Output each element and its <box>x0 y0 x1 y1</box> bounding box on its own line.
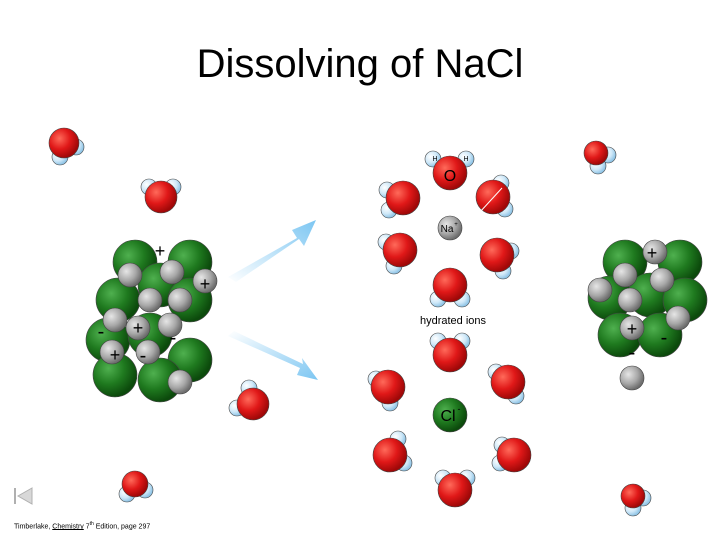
oxygen-atom <box>432 337 468 373</box>
plus-sign: + <box>133 318 144 338</box>
oxygen-atom <box>144 180 178 214</box>
sodium-ion <box>167 287 193 313</box>
sodium-ion <box>102 307 128 333</box>
water-molecule <box>583 140 617 175</box>
minus-sign: - <box>170 327 177 349</box>
citation-rest: Edition, page 297 <box>93 523 151 531</box>
oxygen-atom <box>236 387 270 421</box>
previous-slide-icon <box>14 487 33 505</box>
water-molecule <box>487 363 526 405</box>
sodium-ion <box>649 267 675 293</box>
oxygen-atom <box>370 369 406 405</box>
minus-sign: - <box>140 345 147 367</box>
sodium-ion <box>612 262 638 288</box>
water-molecule <box>479 237 520 280</box>
sodium-ion <box>159 259 185 285</box>
sodium-ion <box>157 312 183 338</box>
minus-sign: - <box>661 327 668 349</box>
sodium-ion <box>619 315 645 341</box>
sodium-ion <box>137 287 163 313</box>
arrow-to-sodium <box>228 220 316 282</box>
oxygen-atom <box>382 232 418 268</box>
citation-edition: 7 <box>83 523 90 531</box>
slide-title: Dissolving of NaCl <box>196 42 524 86</box>
water-molecule <box>372 430 413 473</box>
oxygen-atom <box>385 180 421 216</box>
sodium-ion <box>617 287 643 313</box>
sodium-charge-label: + <box>454 222 458 228</box>
sodium-ion <box>167 369 193 395</box>
sodium-ion <box>135 339 161 365</box>
sodium-ion-label: Na <box>441 224 454 235</box>
sodium-ion <box>619 365 645 391</box>
water-molecule <box>429 267 471 308</box>
plus-sign: + <box>110 345 121 365</box>
oxygen-atom <box>583 140 609 166</box>
hydrated-ions-label: hydrated ions <box>420 315 487 327</box>
citation: Timberlake, Chemistry 7th Edition, page … <box>14 521 150 530</box>
water-molecule <box>620 483 652 517</box>
chloride-ion-label: Cl <box>440 408 455 425</box>
nacl-crystal-left <box>85 239 218 403</box>
hydrogen-label: H <box>463 156 468 163</box>
plus-sign: + <box>627 319 638 339</box>
water-molecule <box>140 178 182 214</box>
sodium-ion <box>117 262 143 288</box>
minus-sign: - <box>629 342 636 364</box>
sodium-ion <box>99 339 125 365</box>
chloride-charge-label: - <box>458 404 461 414</box>
water-molecule <box>377 232 418 275</box>
sodium-ion <box>125 315 151 341</box>
oxygen-atom <box>437 472 473 508</box>
water-molecule <box>118 470 154 503</box>
water-molecule <box>367 369 406 412</box>
minus-sign: - <box>98 321 105 343</box>
sodium-ion <box>192 268 218 294</box>
water-molecule <box>429 332 471 373</box>
oxygen-atom <box>432 155 468 191</box>
previous-slide-button[interactable] <box>12 485 36 507</box>
oxygen-atom <box>620 483 646 509</box>
water-molecule <box>434 469 476 508</box>
oxygen-atom <box>372 437 408 473</box>
chloride-ion-hydrated <box>432 397 468 433</box>
citation-edition-sup: th <box>89 521 94 527</box>
water-molecule <box>378 180 421 219</box>
citation-author: Timberlake, <box>14 523 53 531</box>
plus-sign: + <box>155 241 166 261</box>
nacl-crystal-right <box>587 239 708 391</box>
water-molecule <box>424 150 475 191</box>
water-molecule <box>48 127 85 166</box>
sodium-ion-hydrated <box>437 215 463 241</box>
oxygen-atom <box>496 437 532 473</box>
oxygen-atom <box>48 127 80 159</box>
arrow-to-chloride <box>228 331 318 380</box>
bond-line <box>479 187 503 213</box>
hydrogen-label: H <box>432 156 437 163</box>
oxygen-atom <box>475 179 511 215</box>
oxygen-atom <box>490 364 526 400</box>
sodium-ion <box>642 239 668 265</box>
citation-book: Chemistry <box>52 523 84 531</box>
sodium-ion <box>587 277 613 303</box>
oxygen-atom <box>479 237 515 273</box>
water-molecule <box>491 436 532 473</box>
oxygen-atom <box>121 470 149 498</box>
plus-sign: + <box>200 274 211 294</box>
oxygen-atom <box>432 267 468 303</box>
oxygen-label: O <box>444 168 456 185</box>
sodium-ion <box>665 305 691 331</box>
plus-sign: + <box>647 243 658 263</box>
water-molecule <box>228 379 270 421</box>
